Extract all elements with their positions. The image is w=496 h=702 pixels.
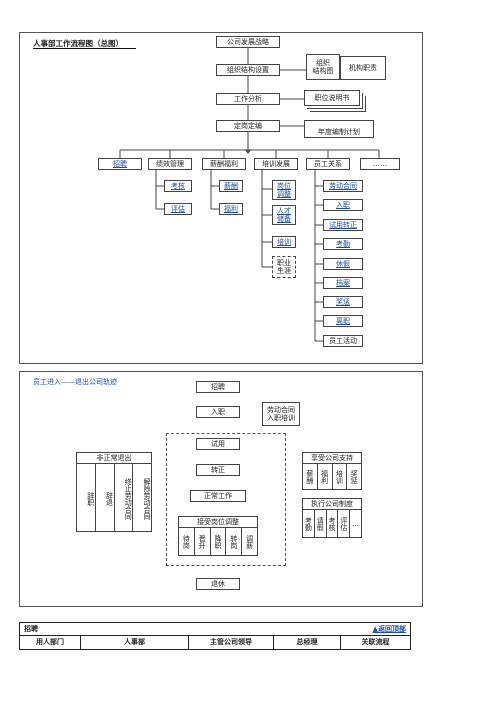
chart2-title: 员工进入——退出公司轨迹 <box>33 378 117 386</box>
exit-col-resign: 辞职 <box>77 464 96 531</box>
policy-col-evaluation: 评估 <box>338 510 351 537</box>
annual-plan-doc: 年度编制计划 <box>304 120 374 138</box>
position-adjust-cols: 待岗 晋升 降职 转岗 调薪 <box>179 528 257 555</box>
table-section-row: 招聘 ▲返回顶部 <box>20 623 410 636</box>
header-related-process: 关联流程 <box>361 638 390 646</box>
flow-probation: 试用 <box>196 438 240 450</box>
rel-item-probation[interactable]: 试用转正 <box>323 219 363 231</box>
onboard-side-contract: 劳动合同 <box>267 405 295 414</box>
adjust-col-promotion: 晋升 <box>195 528 211 555</box>
rel-item-onboard[interactable]: 入职 <box>323 199 363 211</box>
table-header-row: 用人部门 人事部 主管公司领导 总经理 关联流程 <box>20 636 410 649</box>
org-duties-doc: 机构职责 <box>340 56 386 80</box>
policy-col-leave: 请假 <box>315 510 327 537</box>
branch-performance: 绩效管理 <box>148 158 192 170</box>
train-item-career: 职业 生涯 <box>272 256 296 278</box>
branch-compensation: 薪酬福利 <box>202 158 246 170</box>
branch-training: 培训发展 <box>254 158 298 170</box>
perf-item-assessment[interactable]: 考核 <box>164 180 192 192</box>
branch-more: …… <box>360 158 400 170</box>
branch-relations: 员工关系 <box>306 158 350 170</box>
rel-item-activities: 员工活动 <box>323 335 363 347</box>
support-cols: 薪酬 福利 培训 奖惩 <box>303 464 361 489</box>
org-chart-line1: 组织 <box>316 58 330 67</box>
employment-period-region <box>166 433 286 566</box>
support-col-training: 培训 <box>333 464 348 489</box>
perf-item-evaluation[interactable]: 评估 <box>164 203 192 215</box>
staffing-box: 定岗定编 <box>216 120 280 132</box>
train-item-3-line2: 生涯 <box>277 267 291 275</box>
support-box: 享受公司支持 薪酬 福利 培训 奖惩 <box>302 452 362 490</box>
train-item-0-line1: 岗位 <box>277 181 291 190</box>
back-to-top-link[interactable]: ▲返回顶部 <box>372 625 406 633</box>
header-hiring-dept: 用人部门 <box>20 636 81 649</box>
strategy-box: 公司发展战略 <box>216 36 280 48</box>
policy-box: 执行公司制度 考勤 请假 考核 评估 … <box>302 498 362 538</box>
rel-item-archive[interactable]: 档案 <box>323 277 363 289</box>
exit-col-rescind: 解除劳动合同 <box>143 478 151 521</box>
header-supervisor: 主管公司领导 <box>189 636 274 649</box>
rel-item-resign[interactable]: 离职 <box>323 315 363 327</box>
job-description-doc: 职位说明书 <box>304 90 360 106</box>
adjust-col-salary: 调薪 <box>245 534 254 549</box>
position-adjust-title: 接受岗位调整 <box>179 517 257 529</box>
recruit-process-table: 招聘 ▲返回顶部 用人部门 人事部 主管公司领导 总经理 关联流程 <box>19 622 411 650</box>
rel-item-reward-punish[interactable]: 奖惩 <box>323 296 363 308</box>
onboard-side-box: 劳动合同 入职培训 <box>262 402 300 426</box>
rel-item-attendance[interactable]: 考勤 <box>323 238 363 250</box>
position-adjust-box: 接受岗位调整 待岗 晋升 降职 转岗 调薪 <box>178 516 258 556</box>
flow-recruit: 招聘 <box>196 381 240 393</box>
header-gm: 总经理 <box>274 636 341 649</box>
exit-col-terminate: 终止劳动合同 <box>115 464 134 531</box>
train-item-talent-reserve[interactable]: 人才 储备 <box>272 205 296 225</box>
org-chart-line2: 结构图 <box>312 67 334 75</box>
support-col-salary: 薪酬 <box>303 464 318 489</box>
rel-item-leave[interactable]: 休假 <box>323 258 363 270</box>
comp-item-salary[interactable]: 薪酬 <box>219 180 243 192</box>
adjust-col-standby: 待岗 <box>179 528 195 555</box>
train-item-position-adjust[interactable]: 岗位 调整 <box>272 180 296 200</box>
support-col-reward: 奖惩 <box>350 469 359 484</box>
train-item-training[interactable]: 培训 <box>272 236 296 248</box>
policy-col-assessment: 考核 <box>327 510 339 537</box>
support-col-welfare: 福利 <box>318 464 333 489</box>
hr-workflow-overview-panel <box>19 32 423 364</box>
support-title: 享受公司支持 <box>303 453 361 465</box>
comp-item-welfare[interactable]: 福利 <box>219 203 243 215</box>
abnormal-exit-title: 非正常退出 <box>77 453 151 465</box>
flow-retire: 退休 <box>196 578 240 590</box>
train-item-0-line2: 调整 <box>277 190 291 198</box>
job-analysis-box: 工作分析 <box>216 93 280 105</box>
org-setup-box: 组织结构设置 <box>216 64 280 76</box>
abnormal-exit-box: 非正常退出 辞职 辞退 终止劳动合同 解除劳动合同 <box>76 452 152 532</box>
exit-col-dismiss: 辞退 <box>96 464 115 531</box>
rel-item-labor-contract[interactable]: 劳动合同 <box>323 180 363 192</box>
policy-title: 执行公司制度 <box>303 499 361 511</box>
policy-cols: 考勤 请假 考核 评估 … <box>303 510 361 537</box>
org-chart-doc: 组织 结构图 <box>306 54 340 80</box>
chart1-title: 人事部工作流程图（总图） <box>33 39 123 48</box>
train-item-1-line2: 储备 <box>277 215 291 223</box>
flow-regular: 转正 <box>196 464 240 476</box>
table-section-title: 招聘 <box>24 625 38 633</box>
chart1-title-underline <box>33 48 136 49</box>
flow-working: 正常工作 <box>190 490 246 502</box>
onboard-side-training: 入职培训 <box>267 414 295 422</box>
flow-onboard: 入职 <box>196 406 240 418</box>
abnormal-exit-cols: 辞职 辞退 终止劳动合同 解除劳动合同 <box>77 464 151 531</box>
policy-col-more: … <box>351 519 360 528</box>
train-item-1-line1: 人才 <box>277 206 291 215</box>
header-hr-dept: 人事部 <box>81 636 189 649</box>
adjust-col-transfer: 转岗 <box>226 528 243 555</box>
branch-recruit[interactable]: 招聘 <box>98 158 142 170</box>
policy-col-attendance: 考勤 <box>303 510 315 537</box>
adjust-col-demotion: 降职 <box>211 528 227 555</box>
train-item-3-line1: 职业 <box>277 258 291 267</box>
